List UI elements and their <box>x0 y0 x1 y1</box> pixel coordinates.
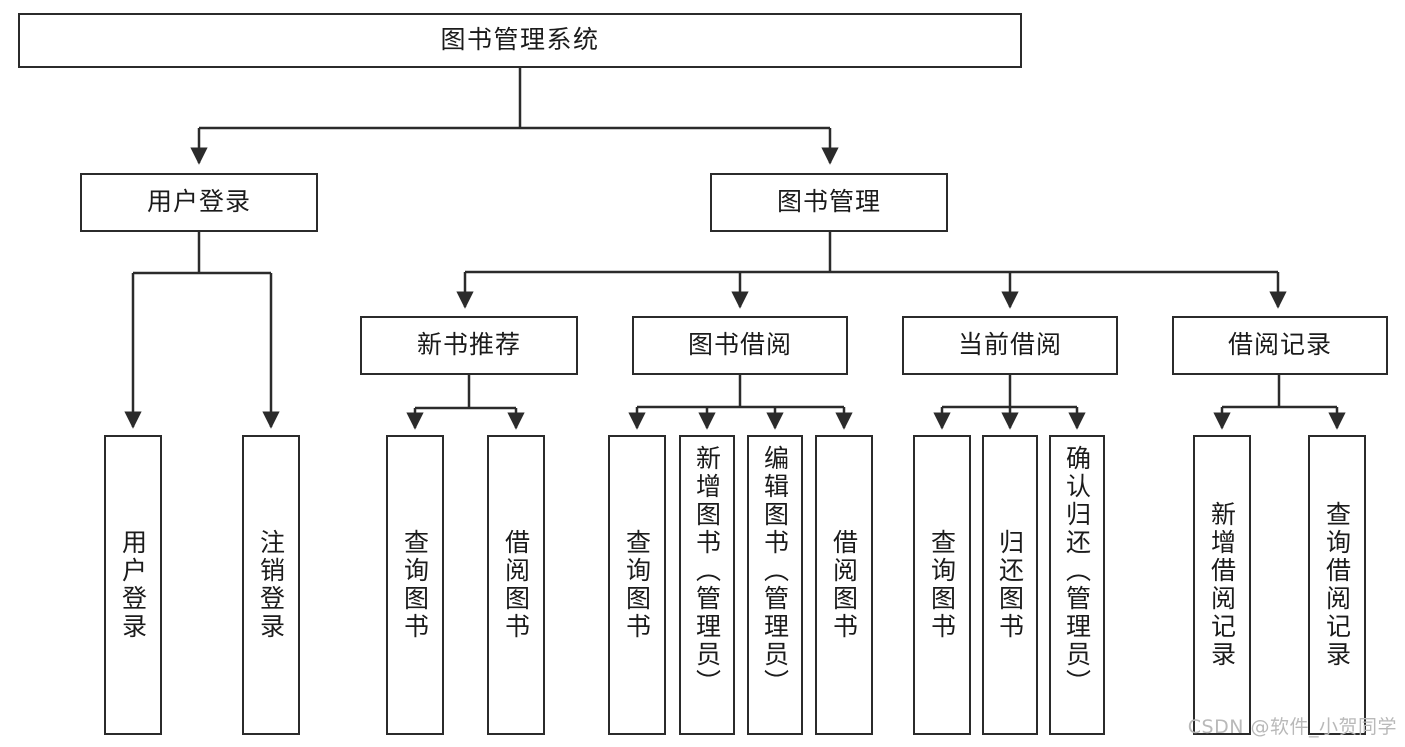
node-label: 查询图书 <box>622 529 652 641</box>
node-label: 用户登录 <box>118 529 148 641</box>
leaf-logout[interactable]: 注销登录 <box>242 435 300 735</box>
node-label: 新书推荐 <box>416 330 521 360</box>
node-label: 新增图书（管理员） <box>692 445 722 697</box>
node-label: 图书管理系统 <box>440 25 600 55</box>
node-book-borrow[interactable]: 图书借阅 <box>632 316 848 375</box>
node-label: 查询借阅记录 <box>1322 501 1352 669</box>
node-label: 新增借阅记录 <box>1207 501 1237 669</box>
leaf-return-book[interactable]: 归还图书 <box>982 435 1038 735</box>
node-label: 注销登录 <box>256 529 286 641</box>
node-borrow-record[interactable]: 借阅记录 <box>1172 316 1388 375</box>
node-label: 归还图书 <box>995 529 1025 641</box>
leaf-edit-book[interactable]: 编辑图书（管理员） <box>747 435 803 735</box>
node-label: 图书借阅 <box>687 330 792 360</box>
node-current-borrow[interactable]: 当前借阅 <box>902 316 1118 375</box>
node-label: 用户登录 <box>146 187 251 217</box>
leaf-query-book-1[interactable]: 查询图书 <box>386 435 444 735</box>
leaf-add-book[interactable]: 新增图书（管理员） <box>679 435 735 735</box>
node-label: 确认归还（管理员） <box>1062 445 1092 697</box>
node-book-manage[interactable]: 图书管理 <box>710 173 948 232</box>
node-label: 借阅记录 <box>1227 330 1332 360</box>
leaf-add-record[interactable]: 新增借阅记录 <box>1193 435 1251 735</box>
node-label: 查询图书 <box>927 529 957 641</box>
node-label: 当前借阅 <box>957 330 1062 360</box>
leaf-borrow-book-1[interactable]: 借阅图书 <box>487 435 545 735</box>
node-new-book-rec[interactable]: 新书推荐 <box>360 316 578 375</box>
node-user-login[interactable]: 用户登录 <box>80 173 318 232</box>
node-label: 编辑图书（管理员） <box>760 445 790 697</box>
node-label: 借阅图书 <box>501 529 531 641</box>
leaf-user-login[interactable]: 用户登录 <box>104 435 162 735</box>
node-label: 查询图书 <box>400 529 430 641</box>
leaf-query-book-3[interactable]: 查询图书 <box>913 435 971 735</box>
node-label: 图书管理 <box>776 187 881 217</box>
leaf-confirm-return[interactable]: 确认归还（管理员） <box>1049 435 1105 735</box>
leaf-query-book-2[interactable]: 查询图书 <box>608 435 666 735</box>
leaf-borrow-book-2[interactable]: 借阅图书 <box>815 435 873 735</box>
node-label: 借阅图书 <box>829 529 859 641</box>
leaf-query-record[interactable]: 查询借阅记录 <box>1308 435 1366 735</box>
node-root-system[interactable]: 图书管理系统 <box>18 13 1022 68</box>
csdn-watermark: CSDN @软件_小贺同学 <box>1187 716 1397 738</box>
